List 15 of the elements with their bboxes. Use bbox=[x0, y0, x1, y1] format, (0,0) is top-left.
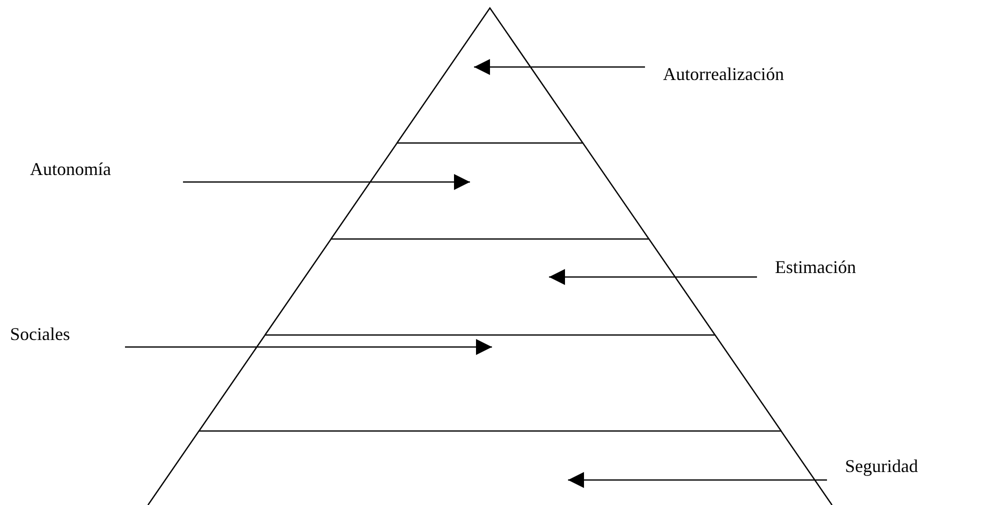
level-label: Autonomía bbox=[30, 158, 111, 180]
arrow bbox=[549, 269, 757, 285]
level-label: Sociales bbox=[10, 323, 70, 345]
pyramid-top-level bbox=[396, 6, 584, 144]
level-label: Seguridad bbox=[845, 455, 918, 477]
pyramid-level bbox=[198, 334, 782, 432]
arrow bbox=[568, 472, 827, 488]
arrow bbox=[474, 59, 645, 75]
pyramid-level bbox=[330, 142, 650, 240]
pyramid-level bbox=[147, 430, 833, 505]
pyramid-level bbox=[264, 238, 716, 336]
arrow bbox=[183, 174, 470, 190]
level-label: Autorrealización bbox=[663, 63, 784, 85]
arrow bbox=[125, 339, 492, 355]
level-label: Estimación bbox=[775, 256, 856, 278]
